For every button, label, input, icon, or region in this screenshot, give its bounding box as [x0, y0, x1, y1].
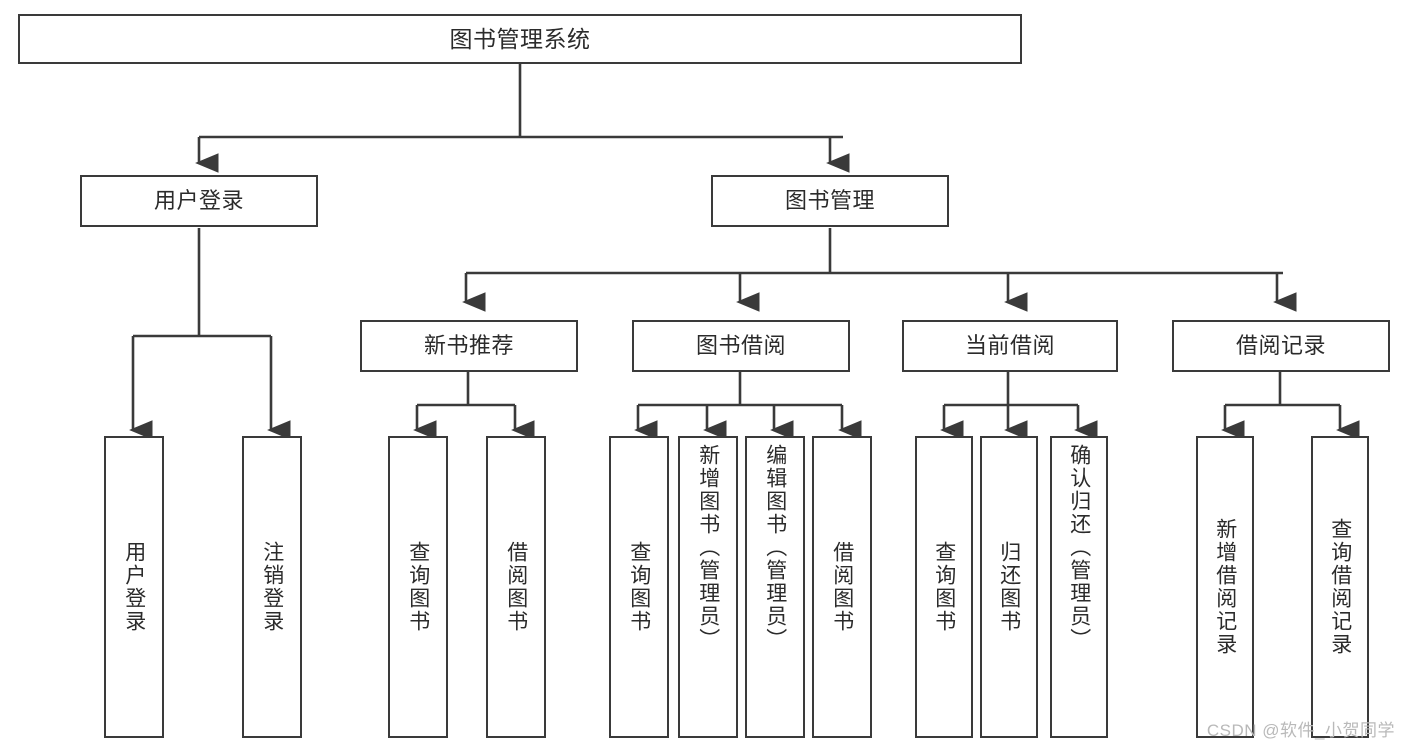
leaf-borrow-add-book-label: 新增图书（管理员） [696, 444, 720, 651]
leaf-current-query-book-label: 查询图书 [932, 541, 956, 633]
leaf-user-logout-label: 注销登录 [260, 541, 284, 633]
leaf-borrow-add-book[interactable]: 新增图书（管理员） [678, 436, 738, 738]
leaf-record-add-record[interactable]: 新增借阅记录 [1196, 436, 1254, 738]
leaf-current-query-book[interactable]: 查询图书 [915, 436, 973, 738]
watermark: CSDN @软件_小贺同学 [1206, 721, 1395, 740]
node-root[interactable]: 图书管理系统 [18, 14, 1022, 64]
node-book-borrow-label: 图书借阅 [695, 332, 786, 358]
leaf-current-confirm-return[interactable]: 确认归还（管理员） [1050, 436, 1108, 738]
node-new-book-recommend-label: 新书推荐 [423, 332, 514, 358]
leaf-current-return-book[interactable]: 归还图书 [980, 436, 1038, 738]
node-root-label: 图书管理系统 [449, 25, 591, 52]
node-new-book-recommend[interactable]: 新书推荐 [360, 320, 578, 372]
leaf-borrow-edit-book-label: 编辑图书（管理员） [763, 444, 787, 651]
node-user-login[interactable]: 用户登录 [80, 175, 318, 227]
node-book-management-label: 图书管理 [784, 187, 875, 213]
leaf-record-add-record-label: 新增借阅记录 [1213, 518, 1237, 656]
node-borrow-record[interactable]: 借阅记录 [1172, 320, 1390, 372]
leaf-recommend-borrow-book-label: 借阅图书 [504, 541, 528, 633]
node-current-borrow-label: 当前借阅 [964, 332, 1055, 358]
node-user-login-label: 用户登录 [153, 187, 244, 213]
leaf-borrow-borrow-book-label: 借阅图书 [830, 541, 854, 633]
leaf-user-login[interactable]: 用户登录 [104, 436, 164, 738]
leaf-borrow-borrow-book[interactable]: 借阅图书 [812, 436, 872, 738]
leaf-recommend-query-book[interactable]: 查询图书 [388, 436, 448, 738]
node-current-borrow[interactable]: 当前借阅 [902, 320, 1118, 372]
leaf-user-login-label: 用户登录 [122, 541, 146, 633]
leaf-recommend-query-book-label: 查询图书 [406, 541, 430, 633]
leaf-borrow-query-book-label: 查询图书 [627, 541, 651, 633]
leaf-record-query-record[interactable]: 查询借阅记录 [1311, 436, 1369, 738]
leaf-recommend-borrow-book[interactable]: 借阅图书 [486, 436, 546, 738]
leaf-current-return-book-label: 归还图书 [997, 541, 1021, 633]
leaf-user-logout[interactable]: 注销登录 [242, 436, 302, 738]
leaf-borrow-query-book[interactable]: 查询图书 [609, 436, 669, 738]
node-borrow-record-label: 借阅记录 [1235, 332, 1326, 358]
node-book-borrow[interactable]: 图书借阅 [632, 320, 850, 372]
node-book-management[interactable]: 图书管理 [711, 175, 949, 227]
leaf-borrow-edit-book[interactable]: 编辑图书（管理员） [745, 436, 805, 738]
leaf-record-query-record-label: 查询借阅记录 [1328, 518, 1352, 656]
leaf-current-confirm-return-label: 确认归还（管理员） [1067, 444, 1091, 651]
